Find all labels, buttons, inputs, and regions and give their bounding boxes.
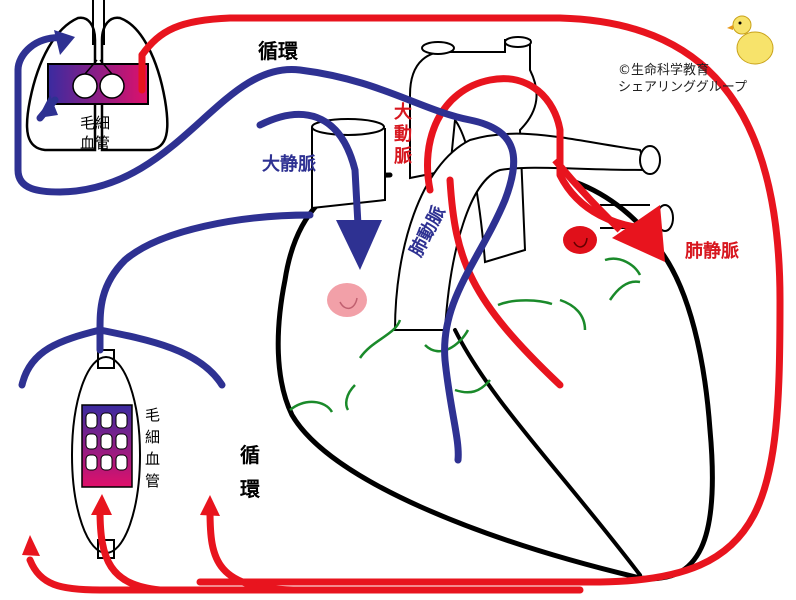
left-atrium-opening — [563, 226, 597, 254]
label-circulation-bottom-2: 環 — [240, 477, 261, 501]
right-atrium-opening — [327, 283, 367, 317]
label-capillary-body-3: 血 — [145, 450, 160, 468]
body-cells — [85, 412, 128, 471]
pulmonary-vein-arrow — [552, 157, 623, 233]
chick-logo — [727, 15, 774, 65]
credit-line-1: ©生命科学教育 — [618, 63, 710, 78]
label-vena-cava: 大静脈 — [262, 153, 316, 175]
venous-vessels — [14, 34, 518, 464]
coronary-vessels — [289, 257, 642, 413]
label-aorta-3: 脈 — [394, 145, 412, 167]
label-capillary-body-4: 管 — [145, 472, 160, 490]
label-circulation-top: 循環 — [258, 39, 299, 63]
lung-capillary-box — [47, 63, 149, 105]
label-capillary-body-1: 毛 — [145, 406, 160, 424]
credit-line-2: シェアリンググループ — [618, 80, 747, 95]
label-pulmonary-vein: 肺静脈 — [685, 240, 739, 262]
alveoli — [72, 59, 125, 99]
label-aorta-1: 大 — [394, 101, 412, 123]
credit: ©生命科学教育 シェアリンググループ — [618, 62, 747, 96]
venous-arrowheads — [38, 30, 382, 270]
arterial-vessels — [26, 14, 784, 594]
label-capillary-lung-1: 毛細 — [80, 114, 110, 132]
label-capillary-lung-2: 血管 — [80, 134, 110, 152]
heart — [275, 172, 715, 582]
label-capillary-body-2: 細 — [145, 428, 160, 446]
arterial-arrowheads — [22, 205, 665, 556]
label-circulation-bottom-1: 循 — [240, 443, 260, 467]
label-aorta-2: 動 — [394, 123, 412, 145]
